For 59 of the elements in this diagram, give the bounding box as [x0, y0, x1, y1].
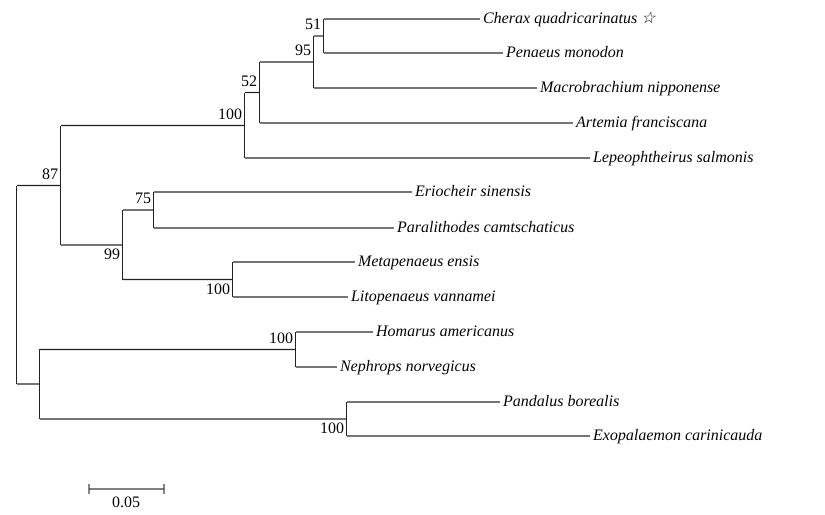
- clade-junction-line: [122, 210, 124, 280]
- taxon-label: Litopenaeus vannamei: [348, 287, 496, 307]
- tree-branch: [40, 418, 346, 420]
- taxon-label: Pandalus borealis: [500, 392, 620, 412]
- taxon-label: Metapenaeus ensis: [355, 252, 480, 272]
- tree-branch: [347, 401, 500, 403]
- taxon-label: Artemia franciscana: [573, 113, 708, 133]
- tree-branch: [296, 331, 373, 333]
- bootstrap-value: 100: [218, 106, 242, 124]
- bootstrap-value: 51: [305, 16, 321, 34]
- bootstrap-value: 100: [206, 280, 230, 298]
- scale-label: 0.05: [112, 494, 140, 512]
- tree-branch: [17, 184, 60, 186]
- clade-junction-line: [153, 192, 154, 228]
- bootstrap-value: 100: [320, 420, 344, 438]
- taxon-label: Paralithodes camtschaticus: [394, 218, 574, 238]
- tree-branch: [260, 122, 573, 124]
- taxon-label: Nephrops norvegicus: [337, 357, 476, 377]
- tree-branch: [233, 261, 355, 263]
- tree-branch: [123, 209, 153, 211]
- tree-branch: [233, 296, 348, 298]
- bootstrap-value: 100: [269, 330, 293, 348]
- clade-junction-line: [60, 126, 62, 245]
- bootstrap-value: 87: [42, 166, 58, 184]
- taxon-label: Exopalaemon carinicauda: [590, 426, 762, 446]
- tree-branch: [347, 435, 590, 437]
- clade-junction-line: [313, 36, 314, 88]
- clade-junction-line: [16, 186, 18, 384]
- tree-branch: [154, 191, 412, 193]
- taxon-label: Lepeophtheirus salmonis: [590, 148, 754, 168]
- clade-junction-line: [232, 262, 234, 297]
- tree-branch: [40, 348, 295, 350]
- tree-branch: [296, 366, 337, 368]
- tree-branch: [61, 124, 244, 126]
- clade-junction-line: [259, 62, 260, 123]
- taxon-label: Macrobrachium nipponense: [537, 78, 720, 98]
- clade-junction-line: [39, 349, 40, 419]
- bootstrap-value: 99: [104, 246, 120, 264]
- taxon-label: Homarus americanus: [373, 322, 514, 342]
- clade-junction-line: [295, 332, 296, 367]
- tree-branch: [61, 244, 122, 246]
- tree-branch: [324, 52, 503, 54]
- tree-branch: [154, 227, 394, 229]
- tree-branch: [245, 157, 590, 159]
- taxon-label: Cherax quadricarinatus ☆: [480, 9, 656, 29]
- tree-branch: [260, 61, 313, 63]
- taxon-label: Eriocheir sinensis: [412, 182, 531, 202]
- tree-branch: [324, 18, 480, 20]
- tree-branch: [17, 383, 39, 385]
- bootstrap-value: 95: [295, 42, 311, 60]
- tree-branch: [314, 87, 537, 89]
- taxon-label: Penaeus monodon: [503, 43, 624, 63]
- bootstrap-value: 75: [135, 190, 151, 208]
- clade-junction-line: [244, 93, 246, 158]
- clade-junction-line: [346, 402, 348, 436]
- bootstrap-value: 52: [241, 72, 257, 90]
- tree-branch: [245, 92, 259, 94]
- tree-branch: [123, 278, 232, 280]
- clade-junction-line: [323, 19, 324, 53]
